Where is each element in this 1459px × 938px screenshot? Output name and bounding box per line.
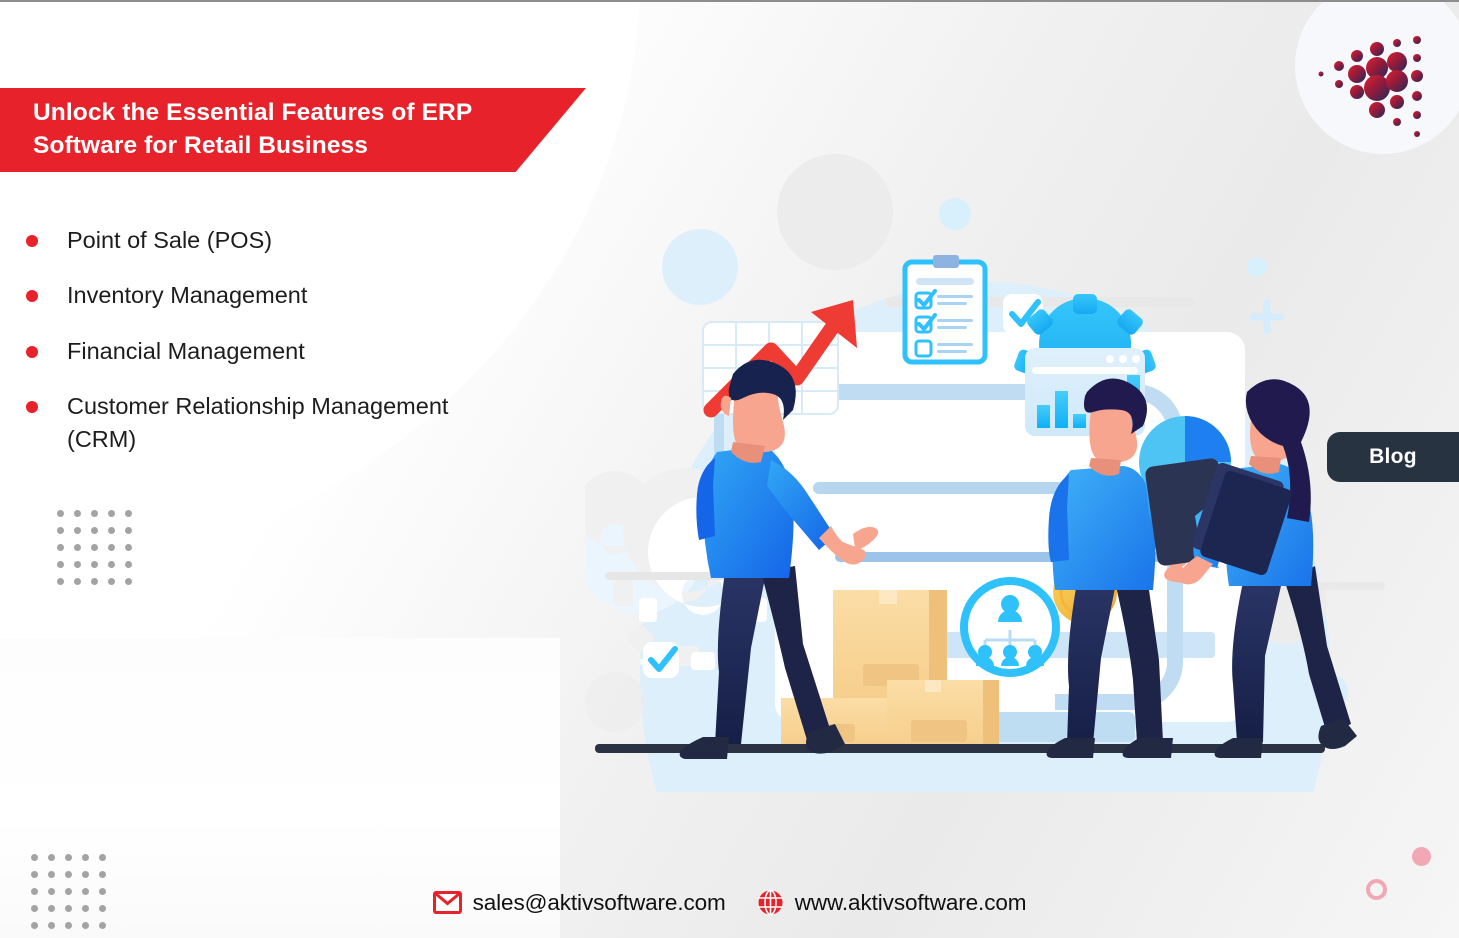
email-value: sales@aktivsoftware.com [472,889,726,915]
cardboard-boxes [781,590,999,744]
growth-chart-pole [714,414,724,472]
background-white-bottom [0,638,560,938]
feature-label: Customer Relationship Management (CRM) [67,393,449,452]
bullet-dot-icon [26,401,38,414]
page-title: Unlock the Essential Features of ERP Sof… [33,99,473,159]
person-pointing [679,359,879,759]
list-item: Financial Management [0,335,560,367]
list-item: Inventory Management [0,279,560,311]
envelope-icon [432,891,462,914]
checklist-clipboard [902,255,988,365]
aktiv-software-logo [1309,16,1449,156]
check-tile-left [643,642,679,678]
website-value: www.aktivsoftware.com [794,889,1027,915]
decor-circle-blue-xs [1247,257,1267,277]
list-item: Point of Sale (POS) [0,224,560,256]
decor-circle-blue-md [662,229,738,305]
feature-label: Inventory Management [67,282,308,309]
decor-circle-blue-sm [939,198,971,230]
feature-list: Point of Sale (POS) Inventory Management… [0,224,560,478]
decor-circle-filled [1412,847,1431,866]
decor-circle-blue-bl [585,672,645,732]
list-item: Customer Relationship Management (CRM) [0,390,560,455]
background-white-top [0,2,600,92]
feature-label: Point of Sale (POS) [67,227,273,253]
feature-label: Financial Management [67,337,305,364]
contact-website[interactable]: www.aktivsoftware.com [757,889,1027,916]
decor-dot-grid-middle [57,510,132,585]
bullet-dot-icon [26,290,38,303]
ghost-gear-small [577,471,654,554]
growth-arrow-head [811,300,857,348]
title-banner: Unlock the Essential Features of ERP Sof… [0,88,586,172]
person-with-tablet [1046,378,1231,758]
decor-plus-right [1249,299,1285,335]
contact-email[interactable]: sales@aktivsoftware.com [432,889,726,916]
decor-circle-grey-large [777,154,893,270]
folder-item-back [1200,470,1292,576]
decor-dot-grid-bottom [31,854,106,929]
blog-tab[interactable]: Blog [1327,432,1459,482]
bullet-dot-icon [26,345,38,358]
person-with-folder [1164,379,1357,758]
globe-icon [758,889,783,916]
footer-contact-bar: sales@aktivsoftware.com www.aktivsoftwar… [0,889,1459,916]
decor-circle-ring [1366,879,1387,900]
org-chart-badge [960,577,1060,677]
erp-retail-teamwork-illustration [577,152,1385,938]
blog-tab-label: Blog [1369,445,1417,468]
bullet-dot-icon [26,235,38,247]
